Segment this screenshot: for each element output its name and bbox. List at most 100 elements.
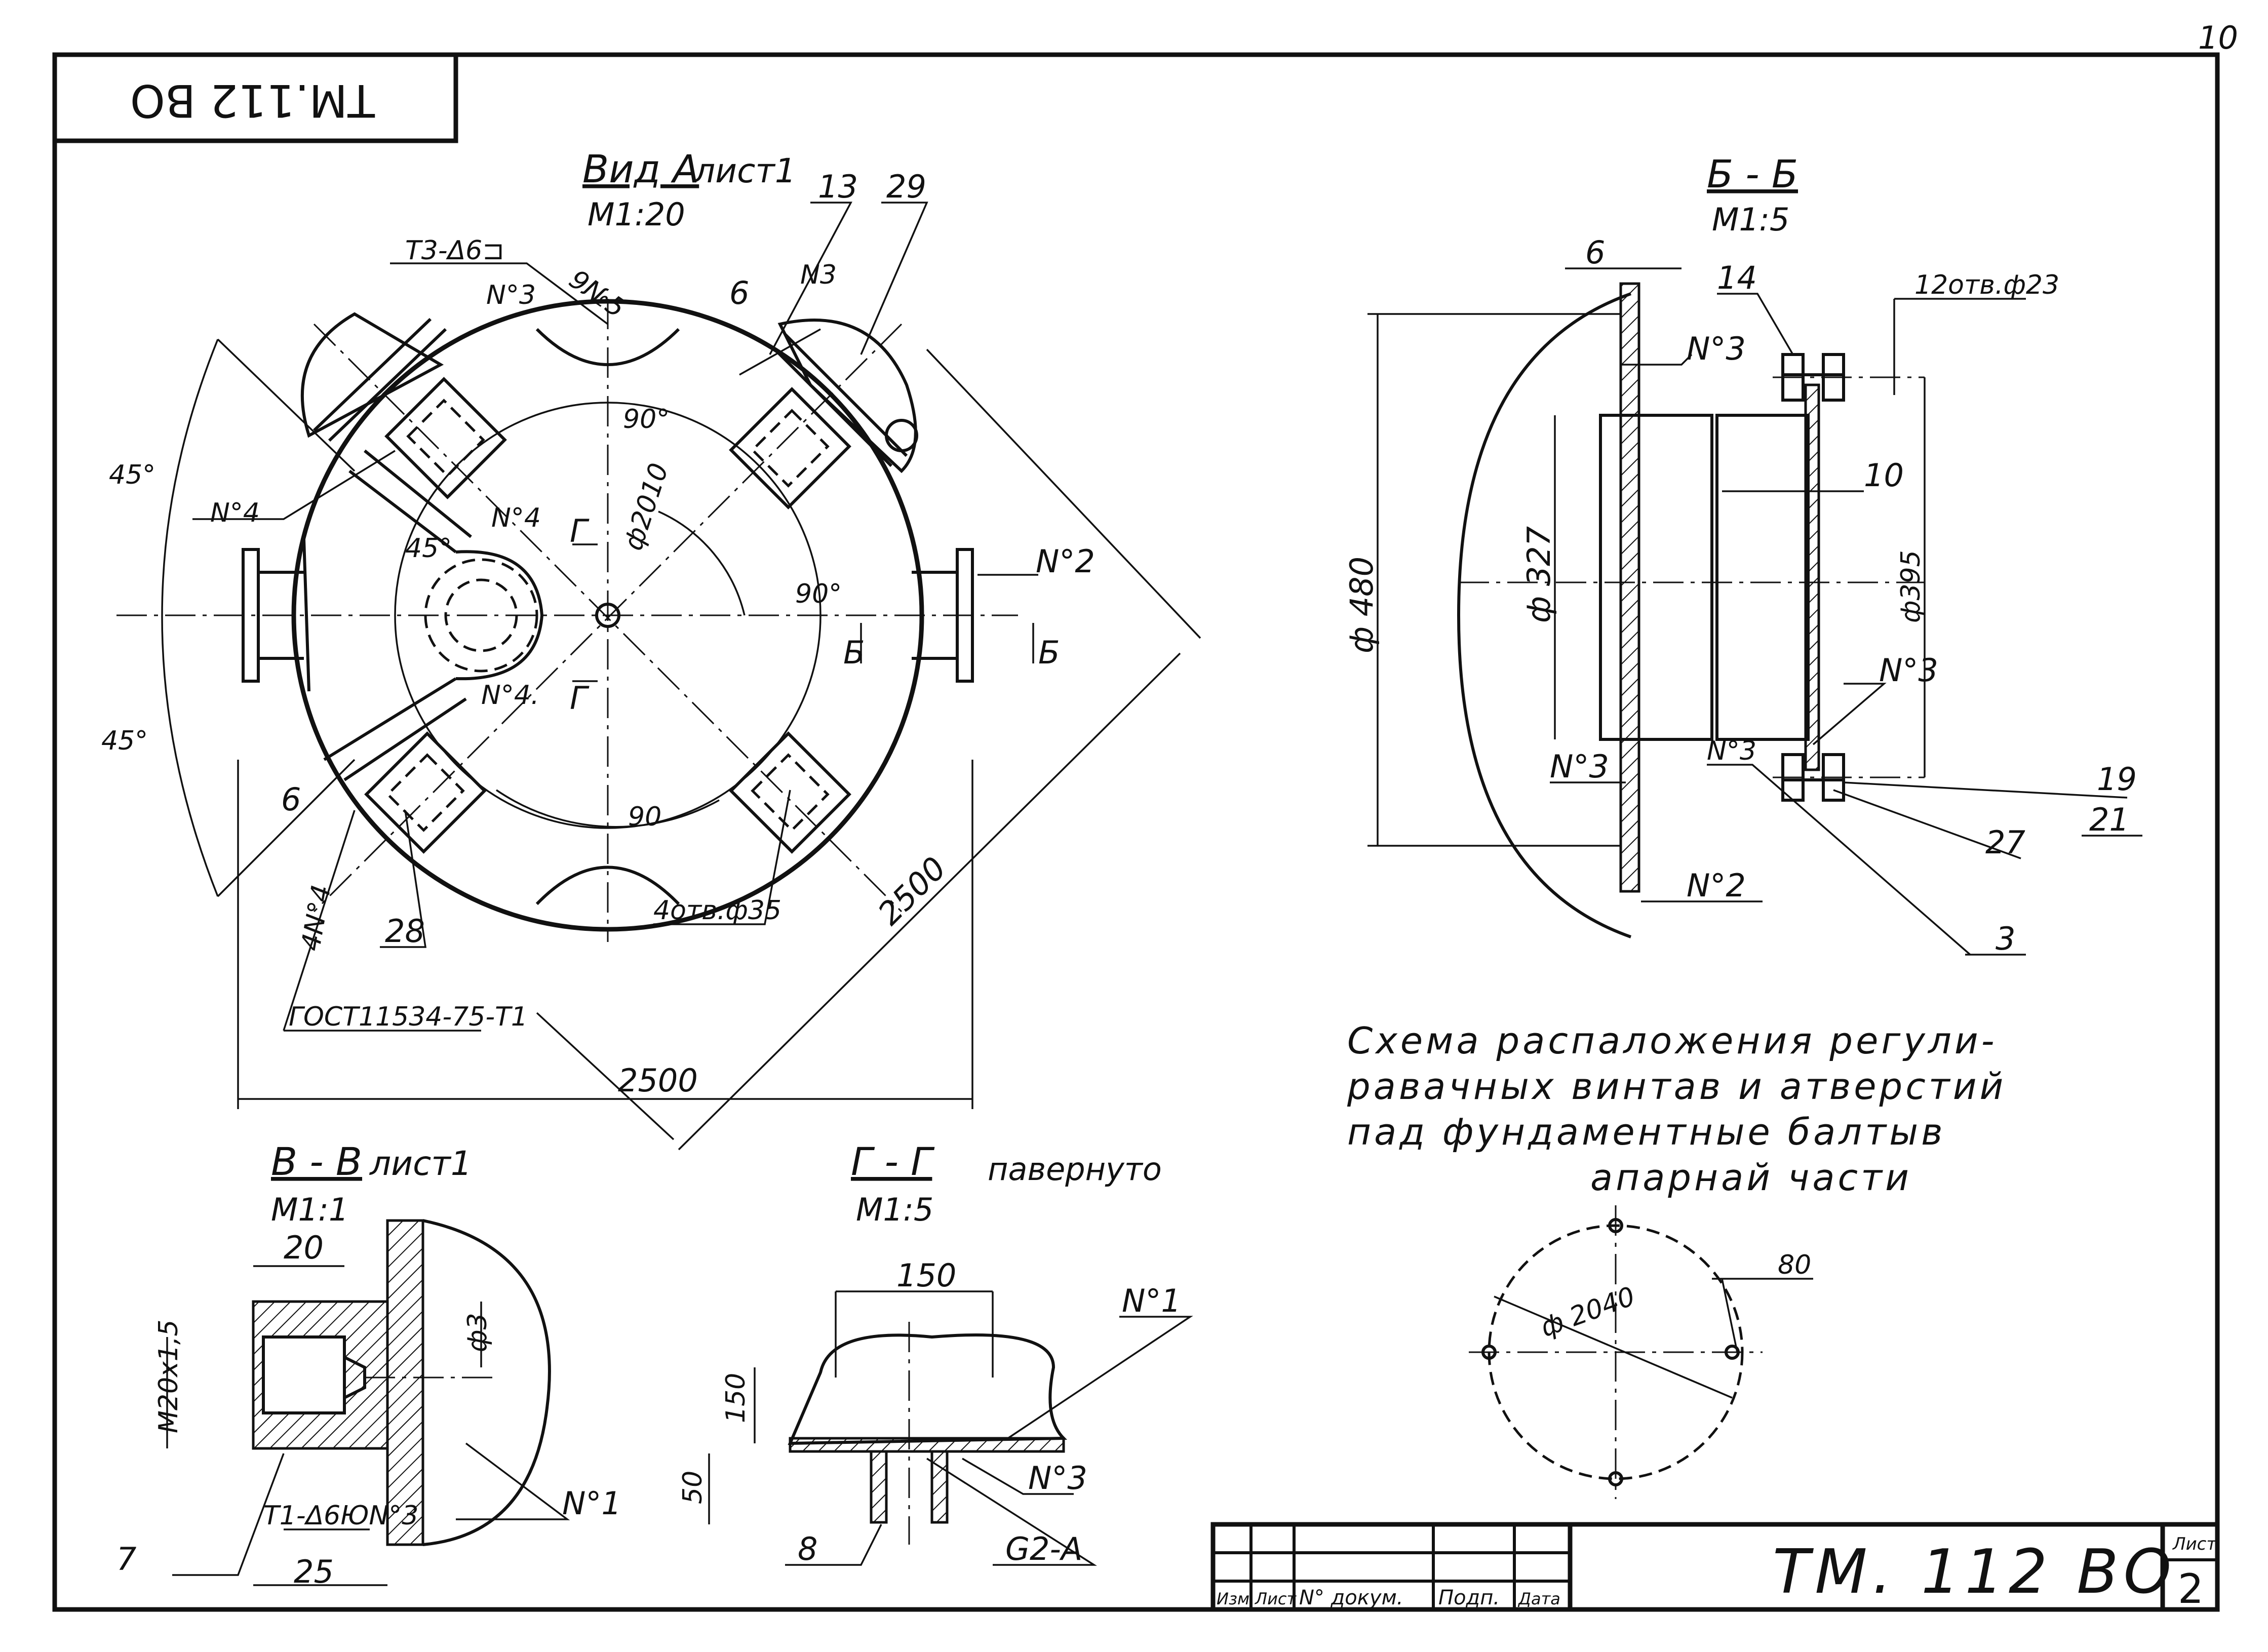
section-g: Г - Г павернуто М1:5 150 N°1 150 50 N°3 … <box>678 1139 1193 1567</box>
scheme-dim80: 80 <box>1778 1250 1811 1280</box>
b-n3-a: N°3 <box>1687 330 1746 367</box>
manhole-top-right <box>773 319 918 474</box>
v-7: 7 <box>116 1541 136 1578</box>
shell-wall <box>1619 282 1640 893</box>
tb-list-number: 2 <box>2178 1565 2204 1612</box>
g-dim50: 50 <box>678 1471 708 1504</box>
section-g-title: Г - Г <box>851 1139 935 1184</box>
section-b-scale: М1:5 <box>1712 201 1789 238</box>
label-90-top: 90° <box>623 404 670 435</box>
b-dim6: 6 <box>1585 234 1605 271</box>
b-n3-b: N°3 <box>1879 652 1938 689</box>
b-holes: 12отв.ф23 <box>1914 270 2059 300</box>
label-13: 13 <box>818 168 858 205</box>
tb-header-izm: Изм <box>1217 1589 1249 1608</box>
v-weld: Т1-Δ6ЮN°3 <box>263 1501 418 1531</box>
section-v-title: В - В <box>271 1139 362 1184</box>
label-45-inner: 45° <box>405 533 452 564</box>
label-90-bot: 90 <box>628 802 661 832</box>
b-dia327: ф 327 <box>1520 526 1557 623</box>
v-thread: М20х1,5 <box>153 1319 184 1433</box>
note-line-1: Схема распаложения регули- <box>1347 1019 1998 1062</box>
tb-header-data: Дата <box>1517 1589 1560 1608</box>
g-dim150v: 150 <box>721 1373 751 1423</box>
left-nozzle <box>242 539 310 692</box>
v-dia3: ф3 <box>462 1313 493 1352</box>
g-n3: N°3 <box>1028 1460 1087 1497</box>
designation-mirrored: ТМ.112 ВО <box>130 74 375 127</box>
label-g-bot: Г <box>570 680 590 717</box>
label-2500-h: 2500 <box>618 1062 698 1099</box>
b-3: 3 <box>1996 920 2015 957</box>
mirrored-designation-box: ТМ.112 ВО <box>55 55 458 143</box>
label-28: 28 <box>385 913 425 950</box>
label-n4-low: N°4. <box>481 680 539 711</box>
b-n3-d: N°3 <box>1707 736 1756 766</box>
b-27: 27 <box>1985 824 2025 861</box>
label-4n4: 4N°4 <box>296 883 337 954</box>
b-n2: N°2 <box>1687 867 1746 904</box>
manhole-top-left <box>300 312 447 442</box>
b-dim10: 10 <box>1864 457 1904 494</box>
label-29: 29 <box>886 168 926 205</box>
view-a: Вид А лист1 М1:20 <box>101 146 1201 1151</box>
sheet-frame: 10 <box>52 19 2238 1612</box>
label-weld: Т3-Δ6⊐ <box>405 235 504 266</box>
view-a-scale: М1:20 <box>588 196 685 233</box>
tb-header-doc: N° докум. <box>1299 1586 1403 1609</box>
label-45-top: 45° <box>109 460 155 490</box>
tb-list-label: Лист <box>2172 1534 2217 1554</box>
tb-header-podp: Подп. <box>1438 1586 1500 1609</box>
label-n4-left: N°4 <box>210 498 260 528</box>
label-dim6-left: 6 <box>281 781 301 818</box>
v-dim20: 20 <box>284 1229 324 1266</box>
g-8: 8 <box>798 1530 817 1567</box>
label-b-right: Б <box>1038 634 1060 671</box>
b-n3-c: N°3 <box>1550 748 1609 785</box>
note-line-4: апарнай части <box>1590 1156 1912 1199</box>
label-90-right: 90° <box>795 579 842 609</box>
label-weld2: 9№5 <box>564 264 631 324</box>
section-g-scale: М1:5 <box>856 1191 933 1228</box>
section-g-rotated: павернуто <box>988 1151 1162 1188</box>
v-dim25: 25 <box>294 1553 334 1590</box>
title-block: Изм Лист N° докум. Подп. Дата ТМ. 112 ВО… <box>1210 1522 2220 1612</box>
g-dim150: 150 <box>896 1257 956 1294</box>
anchor-scheme: ф 2040 80 <box>1469 1205 1813 1499</box>
section-v-scale: М1:1 <box>271 1191 348 1228</box>
label-g-top: Г <box>570 513 590 549</box>
label-dia2010: ф2010 <box>618 459 675 554</box>
label-dim6-top: 6 <box>729 274 749 311</box>
tb-designation: ТМ. 112 ВО <box>1773 1537 2176 1607</box>
section-b: Б - Б М1:5 6 1 <box>1343 151 2142 957</box>
view-a-title: Вид А <box>582 146 699 191</box>
scheme-dia: ф 2040 <box>1537 1281 1639 1344</box>
label-gost: ГОСТ11534-75-Т1 <box>289 1002 528 1032</box>
note-line-3: пад фундаментные балтыв <box>1347 1111 1946 1153</box>
label-n2: N°2 <box>1036 543 1095 580</box>
label-n3-top: N°3 <box>486 280 536 310</box>
note-line-2: равачных винтав и атверстий <box>1347 1065 2006 1108</box>
section-b-title: Б - Б <box>1707 151 1798 196</box>
scheme-note: Схема распаложения регули- равачных винт… <box>1347 1019 2006 1199</box>
g-n1: N°1 <box>1122 1282 1181 1319</box>
b-dia395: ф395 <box>1896 550 1926 623</box>
b-21: 21 <box>2089 801 2129 838</box>
inner-nozzle <box>323 449 544 781</box>
section-v-sheet-ref: лист1 <box>369 1144 472 1183</box>
support-pads <box>364 377 851 854</box>
right-nozzle <box>912 548 974 683</box>
tb-header-list: Лист <box>1255 1589 1297 1608</box>
label-45-bot: 45° <box>101 726 148 756</box>
b-19: 19 <box>2097 761 2137 798</box>
label-n3b: N3 <box>800 260 837 290</box>
b-dia480: ф 480 <box>1343 557 1380 653</box>
flange <box>1804 383 1820 771</box>
label-n4-mid: N°4 <box>491 503 541 533</box>
v-n1: N°1 <box>562 1485 621 1522</box>
section-v: В - В лист1 М1:1 20 М20х1,5 ф3 Т1-Δ6ЮN°3… <box>116 1139 621 1590</box>
g-g2a: G2-А <box>1005 1530 1082 1567</box>
label-b-left: Б <box>843 634 865 671</box>
label-holes: 4отв.ф35 <box>653 895 781 926</box>
